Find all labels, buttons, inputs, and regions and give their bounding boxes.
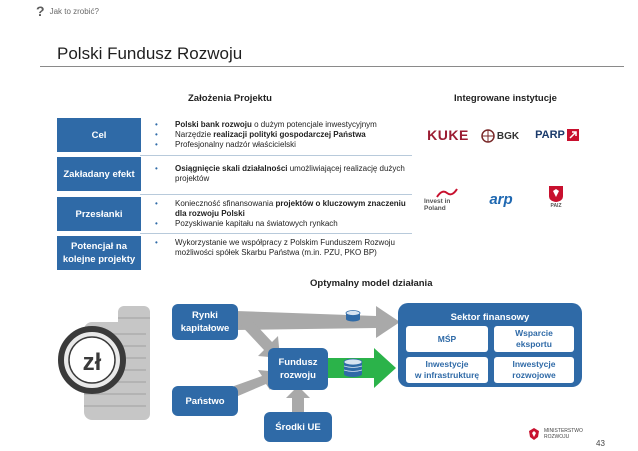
list-item: Narzędzie realizacji polityki gospodarcz…: [155, 130, 417, 140]
list-item: Pozyskiwanie kapitału na światowych rynk…: [155, 219, 417, 229]
list-item: Osiągnięcie skali działalności umożliwia…: [155, 164, 417, 184]
zloty-coins-icon: zł: [58, 306, 150, 420]
list-item: Wykorzystanie we współpracy z Polskim Fu…: [155, 238, 417, 258]
msp-box: MŚP: [406, 326, 488, 352]
coin-stack-icon: [345, 310, 361, 322]
row-label-text: kolejne projekty: [62, 254, 136, 265]
page-number: 43: [596, 439, 605, 448]
row-divider: [140, 194, 412, 195]
list-item: Konieczność sfinansowania projektów o kl…: [155, 199, 417, 219]
arrow-rynki-to-fundusz: [236, 312, 280, 358]
row-label-text: Potencjał na: [71, 241, 127, 252]
srodki-ue-box: Środki UE: [264, 412, 332, 442]
row-label-text: Zakładany efekt: [63, 168, 135, 180]
model-heading: Optymalny model działania: [310, 278, 433, 289]
bullets-cel: Polski bank rozwoju o dużym potencjale i…: [155, 120, 417, 150]
arrow-rynki-to-sektor: [236, 306, 400, 338]
row-label-text: Cel: [91, 129, 107, 141]
row-label-zakladany-efekt: Zakładany efekt: [57, 157, 141, 191]
breadcrumb: ? Jak to zrobić?: [36, 4, 99, 18]
row-label-przeslanki: Przesłanki: [57, 197, 141, 231]
list-item: Polski bank rozwoju o dużym potencjale i…: [155, 120, 417, 130]
page-title: Polski Fundusz Rozwoju: [57, 44, 243, 63]
question-icon: ?: [36, 3, 45, 19]
row-divider: [140, 233, 412, 234]
row-divider: [140, 155, 412, 156]
list-item: Profesjonalny nadzór właścicielski: [155, 140, 417, 150]
rynki-kapitalowe-box: Rynki kapitałowe: [172, 304, 238, 340]
row-label-potencjal: Potencjał na kolejne projekty: [57, 236, 141, 270]
eagle-emblem-icon: [529, 428, 539, 440]
row-label-cel: Cel: [57, 118, 141, 152]
bullets-zakladany-efekt: Osiągnięcie skali działalności umożliwia…: [155, 164, 417, 184]
institutions-heading: Integrowane instytucje: [454, 93, 557, 104]
row-label-text: Przesłanki: [75, 208, 123, 220]
panstwo-box: Państwo: [172, 386, 238, 416]
bullets-przeslanki: Konieczność sfinansowania projektów o kl…: [155, 199, 417, 229]
fundusz-rozwoju-box: Fundusz rozwoju: [268, 348, 328, 390]
bullets-potencjal: Wykorzystanie we współpracy z Polskim Fu…: [155, 238, 417, 258]
title-divider: [40, 66, 624, 67]
invest-in-poland-logo: Invest in Poland: [424, 185, 470, 215]
svg-text:zł: zł: [83, 349, 102, 376]
parp-logo: PARP: [532, 124, 582, 146]
assumptions-heading: Założenia Projektu: [188, 93, 272, 104]
arrow-srodki-to-fundusz: [286, 386, 310, 412]
arp-logo: arp: [489, 190, 513, 208]
section-label: Jak to zrobić?: [49, 6, 99, 16]
coin-stack-icon: [343, 358, 363, 377]
sektor-title: Sektor finansowy: [450, 312, 530, 323]
paiz-logo: PAIZ: [538, 180, 574, 214]
kuke-logo: KUKE: [427, 127, 469, 143]
ministry-logo: MINISTERSTWO ROZWOJU: [528, 427, 583, 441]
bgk-logo: BGK: [480, 124, 520, 148]
